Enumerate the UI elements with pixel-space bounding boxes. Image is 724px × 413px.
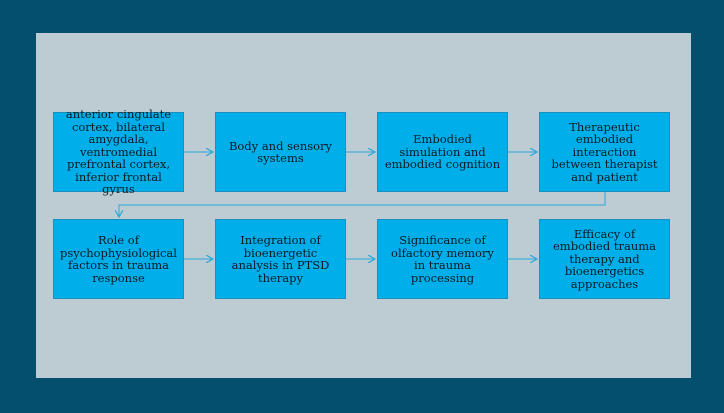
node-label: Therapeutic embodied interaction between… xyxy=(551,119,658,184)
node-therapeutic-interaction: Therapeutic embodied interaction between… xyxy=(539,112,670,192)
node-label: Embodied simulation and embodied cogniti… xyxy=(384,132,501,172)
node-body-sensory: Body and sensory systems xyxy=(215,112,346,192)
node-brain-regions: anterior cingulate cortex, bilateral amy… xyxy=(53,108,184,195)
node-olfactory-memory: Significance of olfactory memory in trau… xyxy=(377,219,508,299)
node-label: Body and sensory systems xyxy=(228,138,333,165)
node-label: anterior cingulate cortex, bilateral amy… xyxy=(65,107,172,197)
diagram-panel xyxy=(36,33,691,378)
node-label: Integration of bioenergetic analysis in … xyxy=(231,233,330,285)
node-label: Role of psychophysiological factors in t… xyxy=(60,233,177,285)
node-label: Significance of olfactory memory in trau… xyxy=(391,233,494,285)
node-label: Efficacy of embodied trauma therapy and … xyxy=(552,226,656,291)
node-efficacy: Efficacy of embodied trauma therapy and … xyxy=(539,219,670,299)
node-bioenergetic-analysis: Integration of bioenergetic analysis in … xyxy=(215,219,346,299)
node-embodied-simulation: Embodied simulation and embodied cogniti… xyxy=(377,112,508,192)
node-psychophysiological: Role of psychophysiological factors in t… xyxy=(53,219,184,299)
